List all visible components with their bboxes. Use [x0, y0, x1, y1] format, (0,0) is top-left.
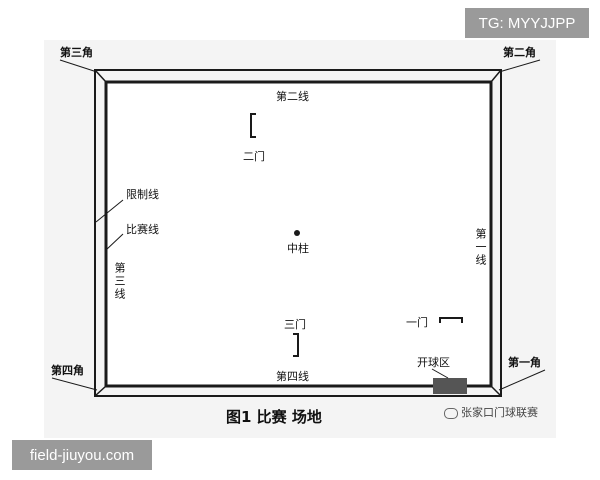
leader-first-corner — [498, 369, 546, 391]
top-watermark: TG: MYYJJPP — [465, 8, 589, 38]
fourth-line-label: 第四线 — [276, 370, 309, 383]
leader-match-line — [105, 233, 124, 251]
leader-limit-line — [95, 199, 124, 223]
source-watermark: 张家口门球联赛 — [444, 404, 538, 420]
limit-line-border — [94, 69, 502, 397]
second-gate-label: 二门 — [243, 150, 265, 163]
center-post-dot — [294, 230, 300, 236]
leader-third-corner — [59, 59, 98, 73]
first-gate-mark — [439, 317, 463, 323]
chat-bubble-icon — [444, 407, 458, 419]
corner-fourth-label: 第四角 — [51, 364, 84, 377]
first-gate-label: 一门 — [406, 316, 428, 329]
leader-serve-area — [431, 368, 449, 379]
corner-first-label: 第一角 — [508, 356, 541, 369]
second-gate-mark — [250, 113, 256, 138]
center-post-label: 中柱 — [287, 242, 309, 255]
leader-fourth-corner — [51, 377, 98, 391]
corner-fourth-diagonal — [94, 385, 107, 397]
first-line-label: 第一线 — [474, 228, 487, 267]
corner-second-label: 第二角 — [503, 46, 536, 59]
limit-line-label: 限制线 — [126, 188, 159, 201]
leader-second-corner — [498, 59, 541, 73]
third-gate-mark — [293, 333, 299, 357]
figure-caption: 图1 比赛 场地 — [226, 408, 322, 426]
corner-first-diagonal — [490, 385, 502, 397]
second-line-label: 第二线 — [276, 90, 309, 103]
serve-area — [433, 378, 467, 394]
source-watermark-text: 张家口门球联赛 — [461, 406, 538, 419]
serve-area-label: 开球区 — [417, 356, 450, 369]
bottom-watermark: field-jiuyou.com — [12, 440, 152, 470]
third-gate-label: 三门 — [284, 318, 306, 331]
corner-third-label: 第三角 — [60, 46, 93, 59]
third-line-label: 第三线 — [113, 262, 126, 301]
match-line-label: 比赛线 — [126, 223, 159, 236]
